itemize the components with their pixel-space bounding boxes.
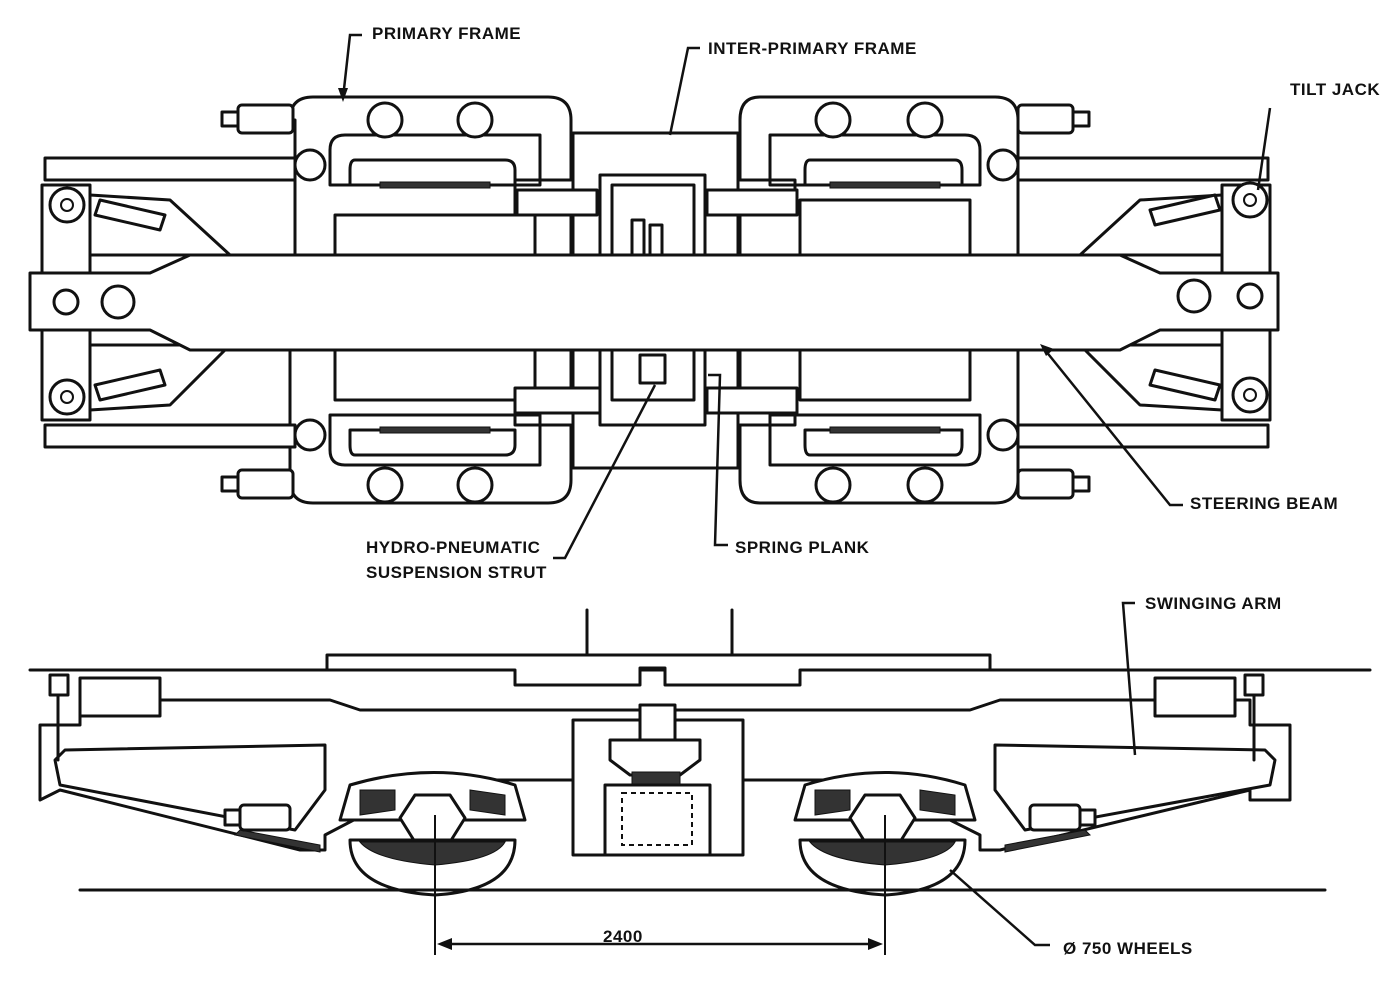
- frame-opening: [328, 133, 542, 187]
- side-view: [28, 608, 1372, 955]
- frame-opening: [768, 133, 982, 187]
- wheel-right: [798, 838, 967, 897]
- label-hydro-pneumatic-1: HYDRO-PNEUMATIC: [366, 538, 540, 557]
- label-wheelbase: 2400: [603, 927, 643, 946]
- plan-view: [28, 95, 1280, 505]
- side-bar: [43, 423, 297, 449]
- label-spring-plank: SPRING PLANK: [735, 538, 870, 557]
- axlebox-left: [338, 771, 527, 844]
- side-bar: [1016, 423, 1270, 449]
- steering-beam: [28, 253, 1280, 352]
- side-bar: [1016, 156, 1270, 182]
- labels: PRIMARY FRAME INTER-PRIMARY FRAME TILT J…: [366, 24, 1380, 958]
- label-inter-primary-frame: INTER-PRIMARY FRAME: [708, 39, 917, 58]
- wheel-left: [348, 838, 517, 897]
- tilt-jacks: [93, 101, 1222, 504]
- label-primary-frame: PRIMARY FRAME: [372, 24, 521, 43]
- axlebox-right: [793, 771, 977, 844]
- leader-lines: [338, 33, 1272, 947]
- label-wheels: Ø 750 WHEELS: [1063, 939, 1193, 958]
- side-bar: [43, 156, 297, 182]
- label-swinging-arm: SWINGING ARM: [1145, 594, 1282, 613]
- bolster: [325, 653, 992, 687]
- label-hydro-pneumatic-2: SUSPENSION STRUT: [366, 563, 547, 582]
- wheelset-left-bottom: [333, 343, 537, 457]
- label-steering-beam: STEERING BEAM: [1190, 494, 1338, 513]
- pivots: [48, 148, 1269, 452]
- spring-plank: [598, 343, 707, 427]
- label-tilt-jack: TILT JACK: [1290, 80, 1380, 99]
- wheelset-right-bottom: [798, 343, 972, 457]
- frame-opening: [768, 413, 982, 467]
- frame-opening: [328, 413, 542, 467]
- end-unit: [1153, 676, 1237, 718]
- end-unit: [78, 676, 162, 718]
